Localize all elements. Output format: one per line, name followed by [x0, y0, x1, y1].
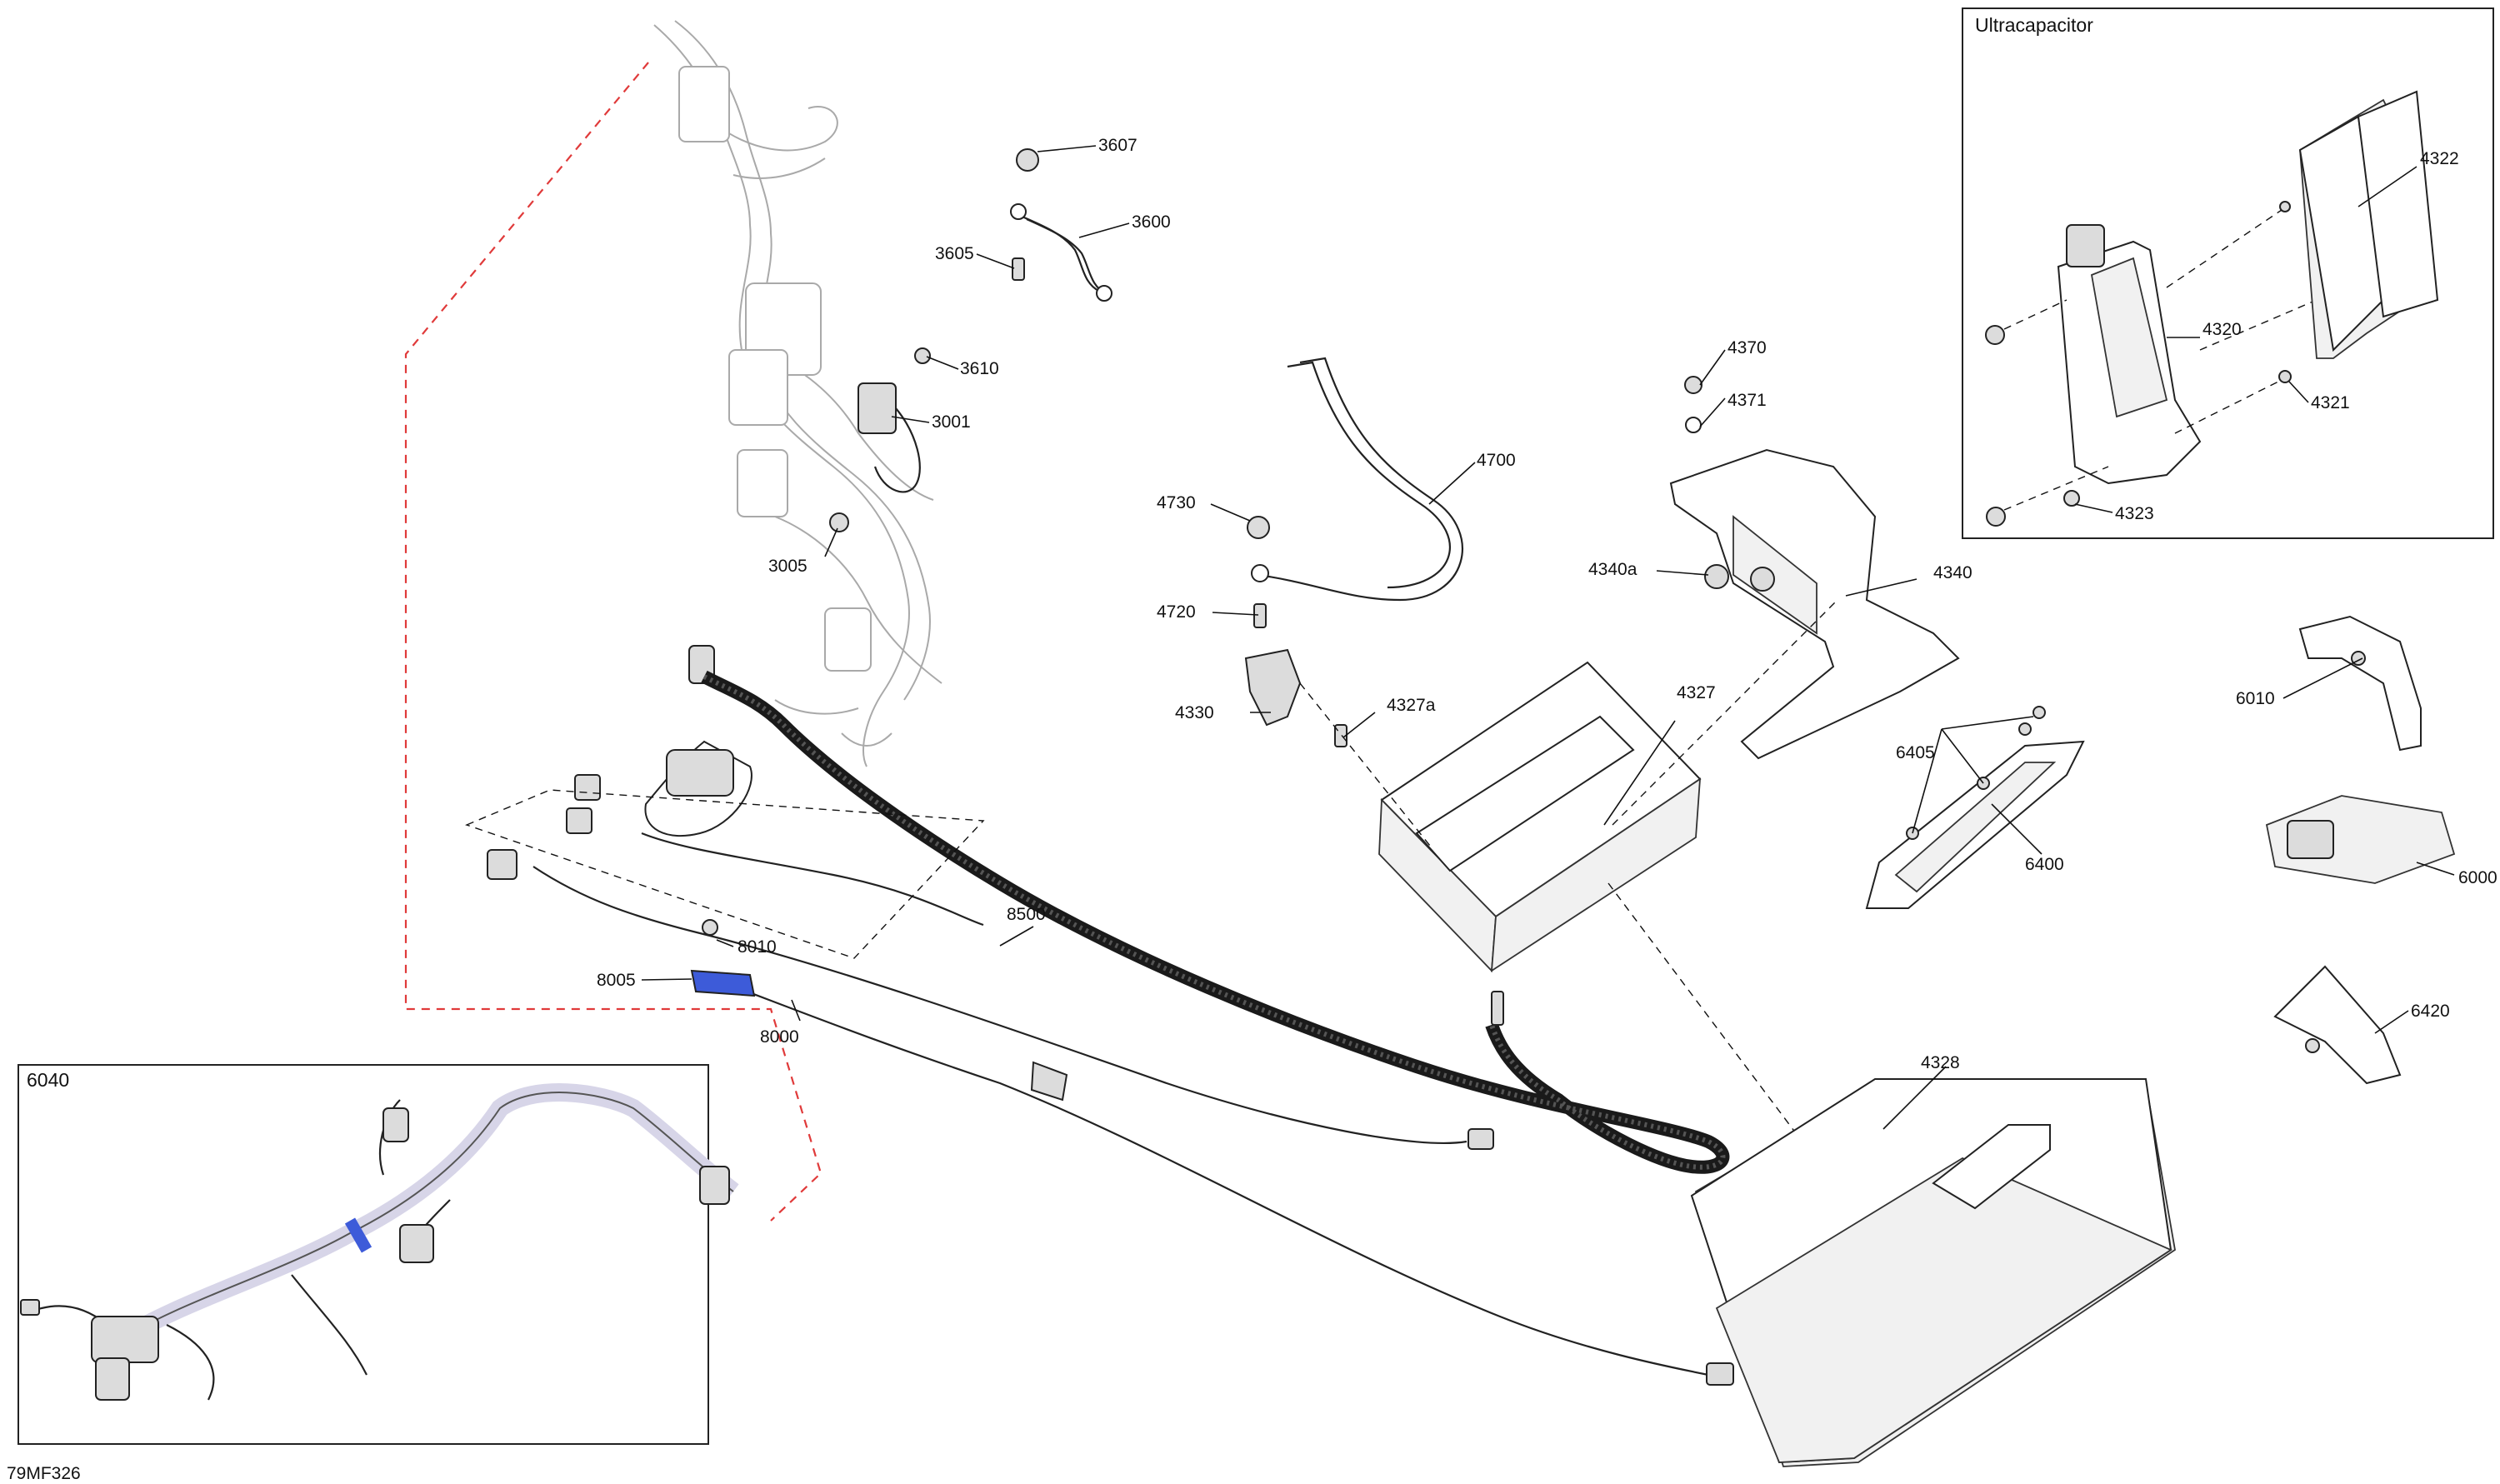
- callout-4327: 4327: [1677, 683, 1716, 702]
- terminal-cover-4330: [1244, 648, 1348, 747]
- figure-code: 79MF326: [7, 1464, 81, 1483]
- harness-6040-inset-title: 6040: [27, 1069, 69, 1091]
- ultracap-align-3: [2166, 209, 2282, 288]
- callout-4371: 4371: [1728, 391, 1767, 410]
- leader-lines: [641, 145, 2455, 1130]
- wiring-harness-6040: [20, 1083, 739, 1401]
- callout-4323: 4323: [2115, 504, 2154, 523]
- ultracap-align-2: [2003, 466, 2109, 511]
- ultracapacitor-4320: [1985, 201, 2292, 527]
- callout-4320: 4320: [2202, 320, 2242, 339]
- starter-solenoid: [566, 645, 752, 837]
- callout-8010: 8010: [738, 937, 777, 957]
- callout-6400: 6400: [2025, 855, 2064, 874]
- callout-4340a: 4340a: [1588, 560, 1638, 579]
- alignment-line-battery: [1608, 882, 1809, 1151]
- callout-4328: 4328: [1921, 1053, 1960, 1072]
- battery-bracket-4340: [1669, 376, 1960, 760]
- callout-3600: 3600: [1132, 212, 1171, 232]
- inset-boundary-line: [404, 62, 822, 1222]
- callout-6010: 6010: [2236, 689, 2275, 708]
- callout-4322: 4322: [2420, 149, 2459, 168]
- bracket-8005: [690, 919, 756, 997]
- callout-4340: 4340: [1933, 563, 1972, 582]
- wire-8500: [487, 832, 1494, 1150]
- solenoid-group-outline: [465, 789, 985, 959]
- chassis-ghost-outline: [653, 20, 942, 767]
- callout-8005: 8005: [597, 971, 636, 990]
- callout-8500: 8500: [1007, 905, 1046, 924]
- callout-3610: 3610: [960, 359, 999, 378]
- bracket-6010: [2298, 615, 2422, 752]
- callout-4321: 4321: [2311, 393, 2350, 412]
- callout-4700: 4700: [1477, 451, 1516, 470]
- cable-4700: [1247, 357, 1463, 628]
- callout-3605: 3605: [935, 244, 974, 263]
- battery-cable-3600: [1010, 148, 1112, 302]
- ultracap-align-4: [2174, 379, 2282, 434]
- support-6400: [1865, 706, 2085, 909]
- callout-6405: 6405: [1896, 743, 1935, 762]
- callout-6420: 6420: [2411, 1002, 2450, 1021]
- bracket-6420: [2273, 965, 2402, 1085]
- alignment-line-4330: [1299, 682, 1434, 851]
- callout-3607: 3607: [1098, 136, 1138, 155]
- battery-4327: [1378, 661, 1702, 973]
- connector-3001: [829, 347, 931, 532]
- tape-4322: [2298, 90, 2439, 359]
- callout-3001: 3001: [932, 412, 971, 432]
- callout-8000: 8000: [760, 1027, 799, 1047]
- main-cable-harness: [701, 670, 1730, 1174]
- battery-box-4328: [1690, 1078, 2176, 1467]
- callout-3005: 3005: [768, 557, 808, 576]
- module-6000: [2265, 795, 2456, 884]
- callout-6000: 6000: [2458, 868, 2498, 887]
- callout-4730: 4730: [1157, 493, 1196, 512]
- harness-6040-inset: [18, 1064, 709, 1445]
- callout-4720: 4720: [1157, 602, 1196, 622]
- callout-4327a: 4327a: [1387, 696, 1436, 715]
- ultracapacitor-inset-title: Ultracapacitor: [1975, 14, 2093, 36]
- wire-8000: [724, 982, 1734, 1386]
- ultracap-align-1: [2003, 299, 2068, 330]
- callout-4330: 4330: [1175, 703, 1214, 722]
- callout-4370: 4370: [1728, 338, 1767, 357]
